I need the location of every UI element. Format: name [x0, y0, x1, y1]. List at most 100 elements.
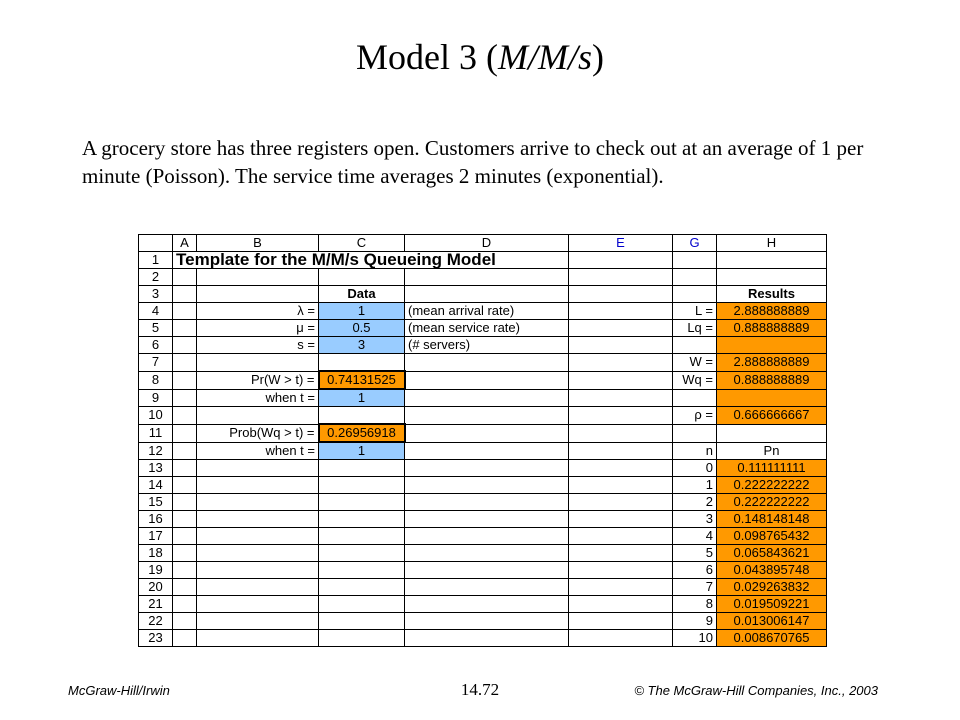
row-header[interactable]: 7	[138, 353, 173, 372]
cell[interactable]	[172, 493, 197, 511]
cell[interactable]	[716, 423, 827, 443]
cell[interactable]	[172, 612, 197, 630]
cell[interactable]	[404, 370, 569, 390]
when-t-value-cell[interactable]: 1	[318, 388, 405, 407]
pn-value-cell[interactable]: 0.008670765	[716, 629, 827, 647]
cell[interactable]	[672, 251, 717, 269]
cell[interactable]	[196, 476, 319, 494]
data-header-cell[interactable]: Data	[318, 285, 405, 303]
cell[interactable]	[568, 578, 673, 596]
cell[interactable]	[716, 251, 827, 269]
when-t2-label-cell[interactable]: when t =	[196, 441, 319, 460]
cell[interactable]	[172, 353, 197, 372]
cell[interactable]	[568, 388, 673, 407]
pn-value-cell[interactable]: 0.222222222	[716, 476, 827, 494]
col-header-e[interactable]: E	[568, 234, 673, 252]
col-header-g[interactable]: G	[672, 234, 717, 252]
cell[interactable]	[318, 527, 405, 545]
pn-n-cell[interactable]: 7	[672, 578, 717, 596]
prob-wq-value-cell[interactable]: 0.26956918	[317, 423, 406, 443]
pn-n-cell[interactable]: 5	[672, 544, 717, 562]
cell[interactable]	[568, 319, 673, 337]
cell[interactable]	[318, 612, 405, 630]
pn-n-cell[interactable]: 1	[672, 476, 717, 494]
row-header[interactable]: 2	[138, 268, 173, 286]
cell[interactable]	[318, 476, 405, 494]
cell[interactable]	[172, 459, 197, 477]
cell[interactable]	[568, 629, 673, 647]
s-label-cell[interactable]: s =	[196, 336, 319, 354]
cell[interactable]	[404, 459, 569, 477]
cell[interactable]	[172, 578, 197, 596]
cell[interactable]	[568, 370, 673, 390]
pn-value-cell[interactable]: 0.013006147	[716, 612, 827, 630]
cell[interactable]	[172, 406, 197, 425]
cell[interactable]	[404, 353, 569, 372]
cell[interactable]	[318, 268, 405, 286]
row-header[interactable]: 20	[138, 578, 173, 596]
cell[interactable]	[318, 561, 405, 579]
cell[interactable]	[172, 476, 197, 494]
cell[interactable]	[568, 544, 673, 562]
row-header[interactable]: 19	[138, 561, 173, 579]
cell[interactable]	[404, 388, 569, 407]
pr-w-label-cell[interactable]: Pr(W > t) =	[196, 370, 319, 390]
row-header[interactable]: 13	[138, 459, 173, 477]
pn-n-cell[interactable]: 10	[672, 629, 717, 647]
cell[interactable]	[172, 319, 197, 337]
pn-value-cell[interactable]: 0.111111111	[716, 459, 827, 477]
col-header-h[interactable]: H	[716, 234, 827, 252]
lambda-value-cell[interactable]: 1	[318, 302, 405, 320]
n-header-cell[interactable]: n	[672, 441, 717, 460]
W-value-cell[interactable]: 2.888888889	[716, 353, 827, 372]
cell[interactable]	[404, 510, 569, 528]
pn-value-cell[interactable]: 0.098765432	[716, 527, 827, 545]
s-value-cell[interactable]: 3	[318, 336, 405, 354]
mu-value-cell[interactable]: 0.5	[318, 319, 405, 337]
cell[interactable]	[404, 476, 569, 494]
cell[interactable]	[404, 612, 569, 630]
cell[interactable]	[404, 285, 569, 303]
cell[interactable]	[404, 578, 569, 596]
row-header[interactable]: 18	[138, 544, 173, 562]
cell[interactable]	[196, 459, 319, 477]
row-header[interactable]: 21	[138, 595, 173, 613]
cell[interactable]	[404, 595, 569, 613]
cell[interactable]	[172, 423, 197, 443]
cell[interactable]	[568, 423, 673, 443]
L-label-cell[interactable]: L =	[672, 302, 717, 320]
row-header[interactable]: 23	[138, 629, 173, 647]
cell[interactable]	[196, 527, 319, 545]
pn-value-cell[interactable]: 0.019509221	[716, 595, 827, 613]
pn-n-cell[interactable]: 6	[672, 561, 717, 579]
pn-value-cell[interactable]: 0.029263832	[716, 578, 827, 596]
cell[interactable]	[318, 629, 405, 647]
cell[interactable]	[172, 527, 197, 545]
cell[interactable]	[568, 476, 673, 494]
col-header-d[interactable]: D	[404, 234, 569, 252]
cell[interactable]	[568, 612, 673, 630]
cell[interactable]	[196, 353, 319, 372]
W-label-cell[interactable]: W =	[672, 353, 717, 372]
L-value-cell[interactable]: 2.888888889	[716, 302, 827, 320]
cell[interactable]	[716, 336, 827, 354]
s-desc-cell[interactable]: (# servers)	[404, 336, 569, 354]
cell[interactable]	[172, 268, 197, 286]
row-header[interactable]: 12	[138, 441, 173, 460]
cell[interactable]	[568, 510, 673, 528]
col-header-c[interactable]: C	[318, 234, 405, 252]
cell[interactable]	[172, 510, 197, 528]
pn-n-cell[interactable]: 3	[672, 510, 717, 528]
cell[interactable]	[318, 595, 405, 613]
pn-value-cell[interactable]: 0.222222222	[716, 493, 827, 511]
cell[interactable]	[568, 406, 673, 425]
pn-n-cell[interactable]: 8	[672, 595, 717, 613]
cell[interactable]	[196, 612, 319, 630]
cell[interactable]	[404, 441, 569, 460]
cell[interactable]	[196, 268, 319, 286]
cell[interactable]	[672, 285, 717, 303]
cell[interactable]	[172, 561, 197, 579]
pr-w-value-cell[interactable]: 0.74131525	[317, 370, 406, 390]
col-header-a[interactable]: A	[172, 234, 197, 252]
cell[interactable]	[196, 544, 319, 562]
